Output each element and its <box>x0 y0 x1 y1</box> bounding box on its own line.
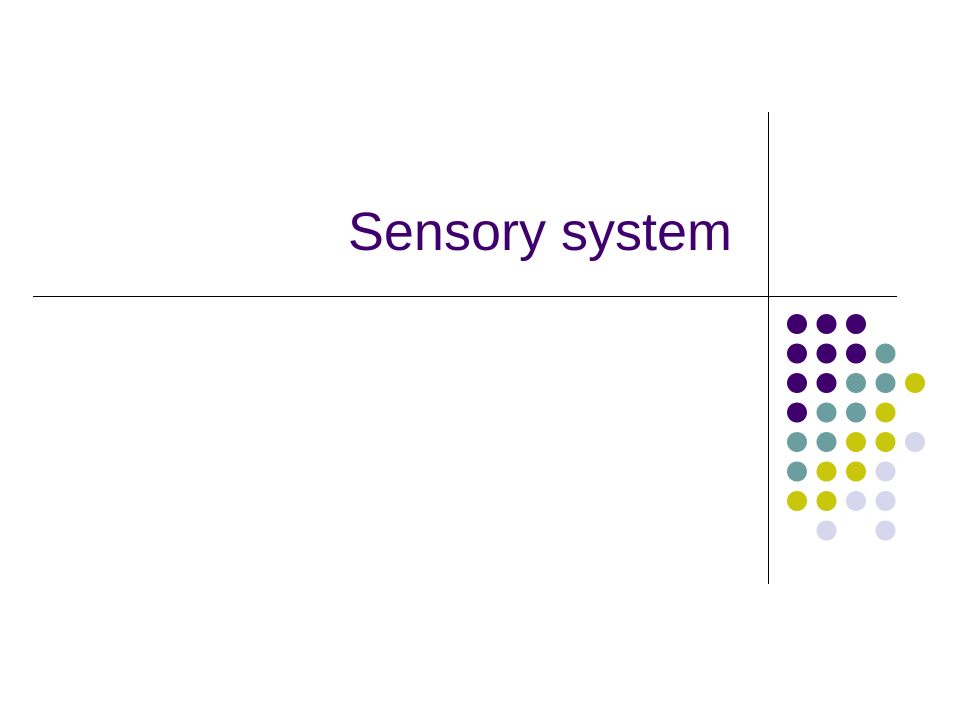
dot-purple <box>787 343 807 364</box>
dot-yellow <box>905 373 925 393</box>
dot-teal <box>875 373 896 393</box>
slide-title: Sensory system <box>347 202 732 262</box>
dot-purple <box>787 314 807 334</box>
dot-purple <box>787 402 807 423</box>
dot-lavender <box>905 432 925 452</box>
dot-yellow <box>846 461 866 482</box>
dot-lavender <box>846 491 866 511</box>
dot-purple <box>816 373 837 393</box>
dot-purple <box>816 343 837 364</box>
dot-teal <box>846 402 866 423</box>
dot-purple <box>846 314 866 334</box>
dot-yellow <box>846 432 866 452</box>
dot-teal <box>846 373 866 393</box>
dot-lavender <box>875 461 896 482</box>
dot-yellow <box>875 402 896 423</box>
dot-lavender <box>875 491 896 511</box>
dot-teal <box>816 402 837 423</box>
dot-teal <box>875 343 896 364</box>
dot-lavender <box>875 520 896 541</box>
dot-purple <box>816 314 837 334</box>
dot-lavender <box>816 520 837 541</box>
dot-yellow <box>875 432 896 452</box>
dot-yellow <box>816 461 837 482</box>
dot-yellow <box>787 491 807 511</box>
dot-purple <box>787 373 807 393</box>
dot-yellow <box>816 491 837 511</box>
dot-teal <box>787 461 807 482</box>
dot-purple <box>846 343 866 364</box>
horizontal-divider <box>33 296 897 297</box>
dot-teal <box>787 432 807 452</box>
vertical-divider <box>768 112 769 584</box>
dot-teal <box>816 432 837 452</box>
